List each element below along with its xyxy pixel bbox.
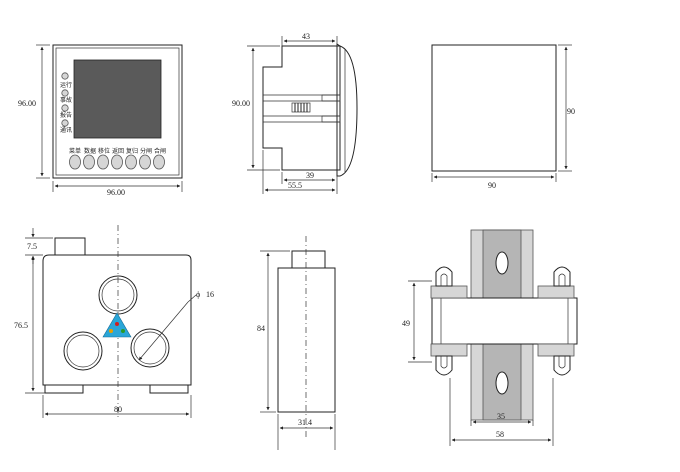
terminal-block [291, 102, 311, 113]
mounting-clip [430, 343, 468, 376]
ct-body [42, 254, 192, 386]
button-label: 返回 [112, 148, 124, 155]
ct-side-body [277, 267, 336, 413]
ct-top-dim: 7.5 [27, 242, 37, 251]
front-height-dim: 96.00 [18, 99, 36, 108]
front-bezel-inner [55, 47, 180, 176]
ct-hole-dim: 16 [206, 290, 214, 299]
led-label: 运行 [60, 81, 72, 89]
ct-hole [98, 275, 138, 315]
keypad-button [97, 154, 109, 170]
ct-top-outer-dim: 58 [496, 430, 504, 439]
led-label: 事故 [60, 96, 72, 104]
back-width-dim: 90 [488, 181, 496, 190]
back-height-dim: 90 [567, 107, 575, 116]
led-indicator [61, 72, 69, 80]
ct-top-view: 49 35 58 [402, 229, 578, 446]
ct-side-tab [291, 250, 326, 269]
button-label: 移位 [98, 147, 110, 155]
mounting-clip [537, 343, 575, 376]
lcd-screen [73, 59, 162, 139]
keypad-button [153, 154, 165, 170]
ct-side-height-dim: 84 [257, 324, 265, 333]
led-indicator [61, 89, 69, 97]
ct-top-tab [54, 237, 86, 256]
button-label: 复归 [126, 147, 138, 155]
ct-side-view: 84 31.4 [257, 236, 336, 450]
button-label: 菜单 [69, 147, 81, 155]
keypad-button [111, 154, 123, 170]
keypad-button [125, 154, 137, 170]
led-label: 报告 [60, 111, 72, 119]
front-bezel-outer [52, 44, 183, 179]
ct-top-height-dim: 49 [402, 319, 410, 328]
led-indicator [61, 119, 69, 127]
phi-symbol: ϕ [196, 290, 200, 299]
button-label: 分闸 [140, 147, 152, 155]
ct-hole [63, 331, 103, 371]
side-body [262, 45, 341, 171]
led-label: 通讯 [60, 126, 72, 134]
side-depth-dim: 39 [306, 171, 314, 180]
mounting-clip [430, 266, 468, 299]
side-height-dim: 90.00 [232, 99, 250, 108]
side-overall-dim: 55.5 [288, 181, 302, 190]
mounting-clip [537, 266, 575, 299]
keypad-button [69, 154, 81, 170]
front-view: 运行 事故 报告 通讯 菜单 数据 移位 返回 复归 分闸 合闸 96.00 9… [18, 44, 183, 197]
ct-front-view: ϕ 16 7.5 76.5 80 [14, 225, 214, 418]
back-panel [431, 44, 557, 172]
side-bezel [336, 43, 358, 177]
ct-top-body [431, 297, 578, 345]
side-view: 43 90.00 39 55.5 [232, 32, 358, 194]
ct-hole [130, 328, 170, 368]
keypad-button [139, 154, 151, 170]
ct-top-inner-dim: 35 [497, 412, 505, 421]
ct-side-width-dim: 31.4 [298, 418, 312, 427]
button-label: 合闸 [154, 147, 166, 155]
front-width-dim: 96.00 [107, 188, 125, 197]
ct-foot [44, 384, 84, 394]
led-indicator [61, 104, 69, 112]
ct-height-dim: 76.5 [14, 321, 28, 330]
side-top-dim: 43 [302, 32, 310, 41]
ct-width-dim: 80 [114, 405, 122, 414]
button-label: 数据 [84, 147, 96, 155]
phase-triangle-logo [102, 312, 132, 338]
back-view: 90 90 [431, 44, 575, 190]
ct-foot [149, 384, 189, 394]
keypad-button [83, 154, 95, 170]
